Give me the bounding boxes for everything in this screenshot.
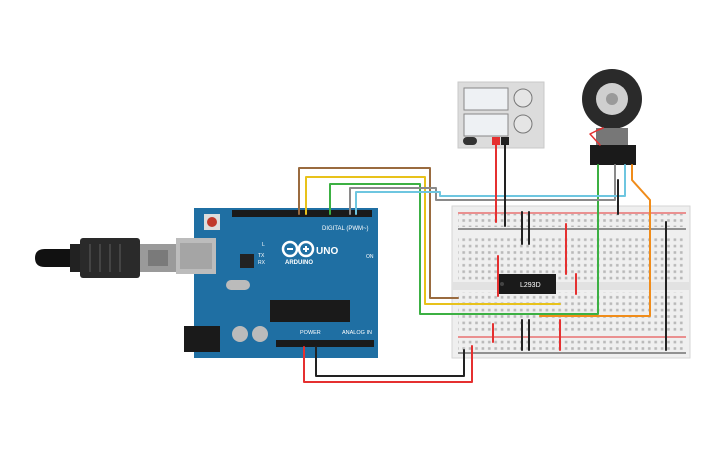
power-label: POWER <box>300 330 321 336</box>
wire-motor-red <box>589 127 604 146</box>
power-supply[interactable] <box>457 81 545 149</box>
brand-label: ARDUINO <box>285 260 313 266</box>
motor-connector <box>590 145 636 165</box>
arduino-uno-board[interactable]: DIGITAL (PWM~) UNO ARDUINO L TX RX ON PO… <box>176 208 378 358</box>
positive-terminal <box>492 137 500 145</box>
led-rx-label: RX <box>258 260 266 266</box>
top-power-rail <box>458 214 686 227</box>
power-jack <box>184 326 220 352</box>
atmega-chip <box>270 300 350 322</box>
current-display <box>463 113 509 137</box>
arduino-logo-icon <box>281 240 315 258</box>
board-model-label: UNO <box>316 246 338 257</box>
led-l-label: L <box>262 242 265 248</box>
wire-arduino-5v <box>303 345 473 383</box>
motor-ribbon <box>596 128 628 146</box>
negative-terminal <box>501 137 509 145</box>
bottom-power-rail <box>458 338 686 351</box>
l293d-chip[interactable]: L293D <box>498 274 556 294</box>
dc-motor-encoder[interactable] <box>582 69 642 165</box>
wire-brown <box>298 167 459 299</box>
voltage-display <box>463 87 509 111</box>
wire-lightblue <box>355 164 626 215</box>
wire-yellow <box>305 176 561 305</box>
digital-header <box>232 210 372 217</box>
capacitor-1 <box>232 326 248 342</box>
wire-orange <box>539 164 651 317</box>
on-led-label: ON <box>366 254 374 260</box>
wire-arduino-gnd <box>315 346 465 377</box>
current-knob-icon[interactable] <box>513 114 533 134</box>
capacitor-2 <box>252 326 268 342</box>
top-terminal-strip <box>458 236 686 280</box>
voltage-knob-icon[interactable] <box>513 88 533 108</box>
center-channel <box>452 282 690 290</box>
analog-in-label: ANALOG IN <box>342 330 372 336</box>
wire-gray <box>349 164 616 215</box>
led-tx-label: TX <box>258 253 265 259</box>
power-analog-header <box>276 340 374 347</box>
chip-label: L293D <box>520 282 541 289</box>
usb-cable[interactable] <box>35 238 176 278</box>
crystal <box>226 280 250 290</box>
usb-chip <box>240 254 254 268</box>
power-switch[interactable] <box>463 137 477 145</box>
wires <box>298 127 667 383</box>
breadboard[interactable] <box>451 205 691 359</box>
wire-green <box>329 164 599 315</box>
digital-header-label: DIGITAL (PWM~) <box>322 226 369 232</box>
